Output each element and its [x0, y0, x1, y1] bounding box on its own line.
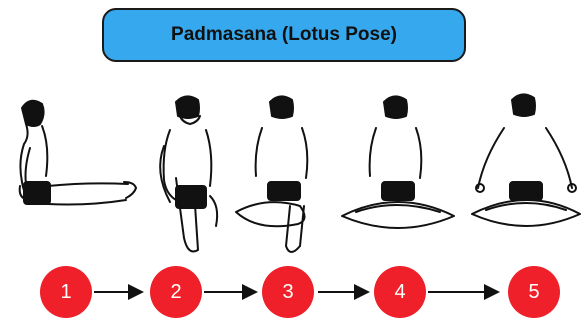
step-number-1: 1	[60, 281, 71, 304]
step-number-4: 4	[394, 281, 405, 304]
pose-figure-4	[342, 96, 454, 228]
step-circle-4: 4	[374, 266, 426, 318]
pose-figure-1	[20, 101, 136, 205]
pose-figure-3	[236, 96, 307, 252]
step-circle-1: 1	[40, 266, 92, 318]
step-number-2: 2	[170, 281, 181, 304]
step-number-5: 5	[528, 281, 539, 304]
pose-figure-2	[160, 96, 217, 251]
step-circle-2: 2	[150, 266, 202, 318]
step-number-3: 3	[282, 281, 293, 304]
title-banner: Padmasana (Lotus Pose)	[102, 8, 466, 62]
step-circle-5: 5	[508, 266, 560, 318]
pose-figure-5	[472, 94, 580, 226]
page-title: Padmasana (Lotus Pose)	[171, 24, 397, 46]
step-circle-3: 3	[262, 266, 314, 318]
pose-illustrations	[0, 86, 585, 266]
